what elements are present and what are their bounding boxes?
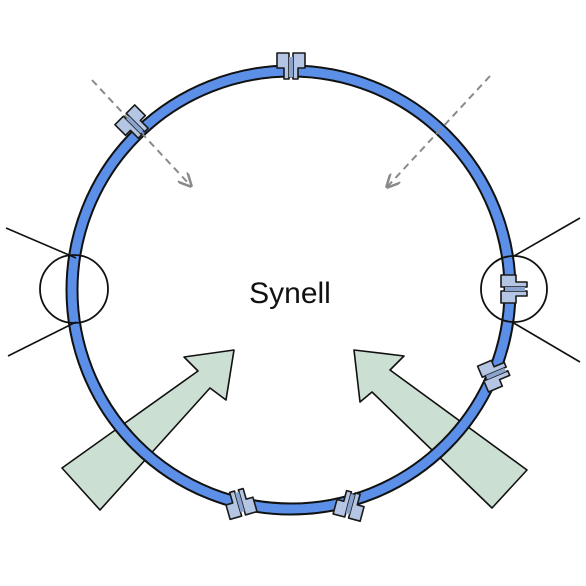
left-signal-arrow xyxy=(61,349,235,511)
right-zoom-line-bottom xyxy=(511,321,581,363)
right-zoom-line-top xyxy=(513,217,581,257)
cell-label: Synell xyxy=(249,277,331,310)
right-signal-arrow xyxy=(353,349,528,509)
right-magnifier-circle xyxy=(480,255,548,323)
left-magnifier xyxy=(5,227,109,357)
left-zoom-line-bottom xyxy=(7,321,77,357)
left-zoom-line-top xyxy=(5,227,77,259)
left-magnifier-circle xyxy=(39,254,109,324)
right-magnifier xyxy=(480,217,581,363)
upper-right-dashed-arrow xyxy=(388,75,491,186)
